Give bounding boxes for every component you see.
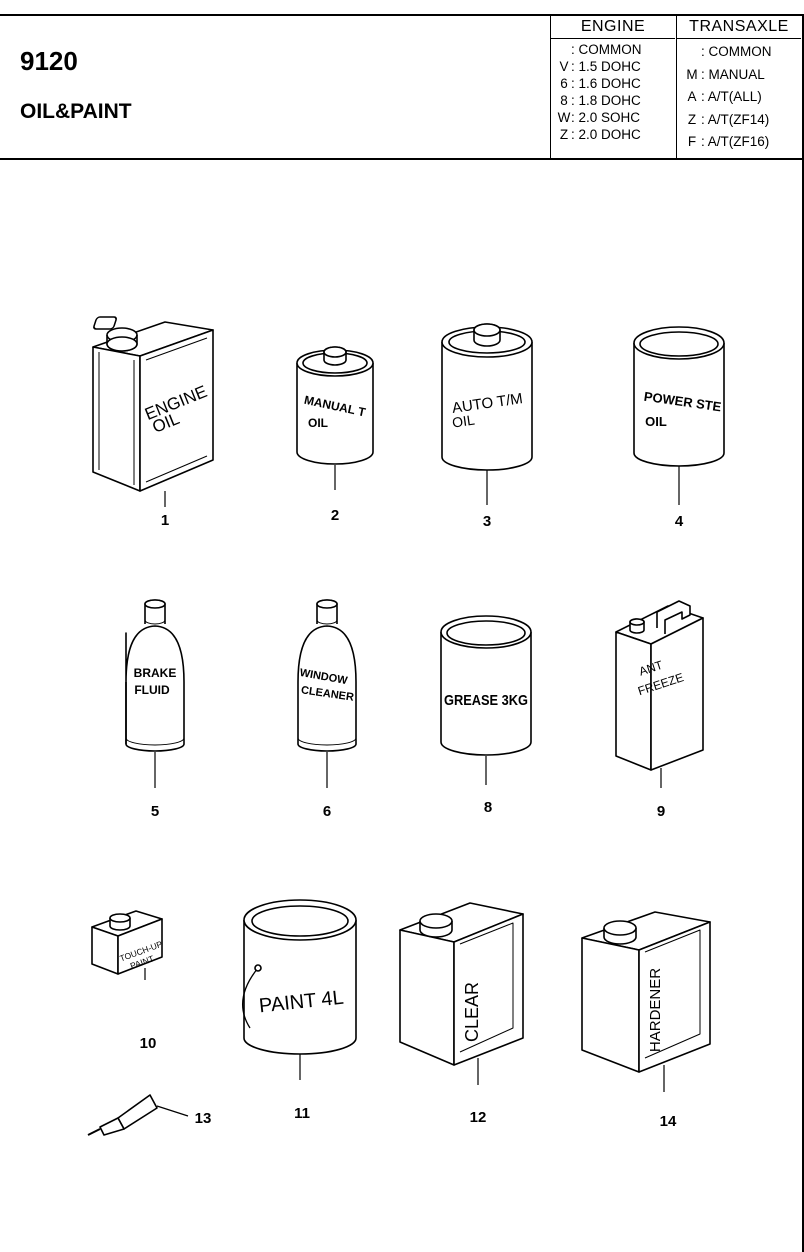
page-title: OIL&PAINT [20, 100, 132, 123]
engine-legend-item: V: 1.5 DOHC [559, 59, 641, 74]
part-1-number: 1 [161, 512, 169, 529]
part-13-number: 13 [195, 1110, 212, 1127]
part-10-touch-up-paint[interactable]: TOUCH-UP PAINT 10 [91, 910, 164, 1052]
transaxle-legend-heading: TRANSAXLE [677, 16, 801, 39]
engine-legend-item: Z: 2.0 DOHC [559, 127, 641, 142]
part-6-window-cleaner-bottle[interactable]: WINDOW CLEANER 6 [297, 599, 357, 820]
part-11-number: 11 [294, 1105, 310, 1122]
engine-legend-item: : COMMON [571, 42, 642, 57]
part-6-number: 6 [323, 803, 331, 820]
catalog-code: 9120 [20, 46, 78, 76]
transaxle-legend-item: Z: A/T(ZF14) [687, 111, 770, 127]
engine-legend: ENGINE : COMMON V: 1.5 DOHC 6: 1.6 DOHC … [550, 16, 675, 158]
engine-legend-item: 8: 1.8 DOHC [560, 93, 641, 108]
transaxle-legend-item: : COMMON [701, 44, 772, 59]
part-3-auto-tm-oil-can[interactable]: AUTO T/M OIL 3 [441, 323, 533, 530]
part-9-number: 9 [657, 803, 665, 820]
part-4-label-line-2: OIL [645, 414, 667, 429]
part-2-number: 2 [331, 507, 339, 524]
part-8-label-line-1: GREASE 3KG [444, 692, 528, 709]
engine-legend-heading: ENGINE [551, 16, 675, 39]
engine-legend-item: 6: 1.6 DOHC [560, 76, 641, 91]
engine-legend-item: W: 2.0 SOHC [557, 110, 641, 125]
transaxle-legend-item: F: A/T(ZF16) [687, 134, 770, 150]
part-4-number: 4 [675, 513, 684, 530]
part-5-brake-fluid-bottle[interactable]: BRAKE FLUID 5 [125, 599, 185, 820]
part-1-engine-oil-can[interactable]: ENGINE OIL 1 [92, 316, 214, 529]
part-2-label-line-2: OIL [308, 416, 328, 430]
part-14-label-line-1: HARDENER [647, 968, 664, 1052]
part-14-hardener-can[interactable]: HARDENER 14 [581, 911, 711, 1130]
transaxle-legend: TRANSAXLE : COMMON M: MANUAL A: A/T(ALL)… [676, 16, 801, 158]
parts-illustration: ENGINE OIL 1 MANUAL T OIL 2 AUTO T/M OIL… [87, 316, 725, 1136]
page-header: 9120 OIL&PAINT ENGINE : COMMON V: 1.5 DO… [0, 14, 802, 160]
page-border-right [802, 14, 804, 1252]
part-12-label-line-1: CLEAR [462, 982, 482, 1042]
part-3-label-line-2: OIL [451, 412, 476, 431]
part-14-number: 14 [660, 1113, 677, 1130]
part-2-manual-oil-can[interactable]: MANUAL T OIL 2 [296, 346, 374, 524]
part-4-power-steering-oil-can[interactable]: POWER STE OIL 4 [633, 326, 725, 530]
part-13-tube[interactable]: 13 [87, 1094, 212, 1136]
part-5-number: 5 [151, 803, 159, 820]
part-10-number: 10 [140, 1035, 157, 1052]
part-5-label-line-2: FLUID [134, 683, 170, 697]
part-8-number: 8 [484, 799, 492, 816]
transaxle-legend-item: A: A/T(ALL) [687, 89, 762, 105]
part-11-paint-bucket[interactable]: PAINT 4L 11 [242, 899, 357, 1122]
part-8-grease-can[interactable]: GREASE 3KG 8 [440, 615, 532, 816]
part-3-number: 3 [483, 513, 491, 530]
part-12-clear-can[interactable]: CLEAR 12 [399, 902, 524, 1126]
transaxle-legend-item: M: MANUAL [686, 66, 765, 82]
part-9-antifreeze-jug[interactable]: ANT FREEZE 9 [615, 600, 704, 820]
part-5-label-line-1: BRAKE [134, 666, 177, 680]
part-12-number: 12 [470, 1109, 487, 1126]
